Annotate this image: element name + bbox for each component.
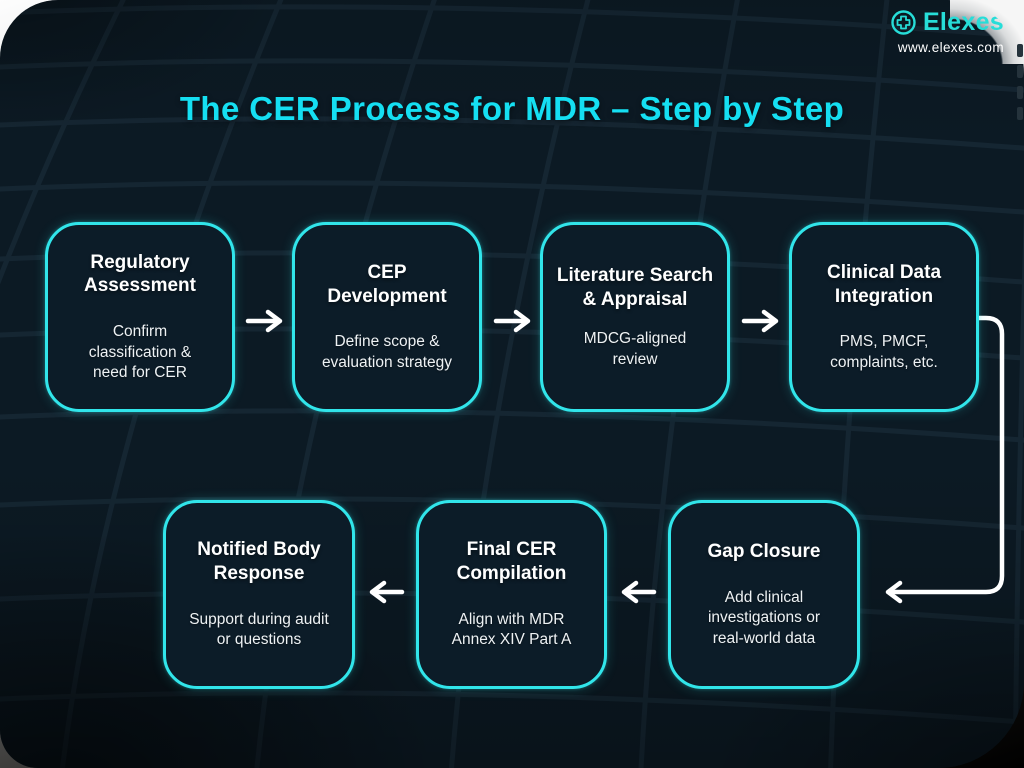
step-box-gap-closure: Gap Closure Add clinical investigations … [668, 500, 860, 689]
step-title: Regulatory Assessment [84, 251, 196, 297]
brand-block: Elexes www.elexes.com [890, 8, 1004, 55]
step-box-literature-search-appraisal: Literature Search & Appraisal MDCG-align… [540, 222, 730, 412]
step-description: Define scope & evaluation strategy [321, 333, 453, 371]
step-description: Confirm classification & need for CER [88, 323, 192, 381]
step-box-notified-body-response: Notified Body Response Support during au… [163, 500, 355, 689]
step-box-regulatory-assessment: Regulatory Assessment Confirm classifica… [45, 222, 235, 412]
step-description: Add clinical investigations or real-worl… [707, 588, 820, 647]
brand-website-link[interactable]: www.elexes.com [897, 40, 1004, 55]
step-box-final-cer-compilation: Final CER Compilation Align with MDR Ann… [416, 500, 607, 689]
step-description: Align with MDR Annex XIV Part A [451, 610, 572, 649]
step-title: Notified Body Response [197, 539, 321, 585]
step-description: PMS, PMCF, complaints, etc. [830, 333, 938, 371]
step-title: Clinical Data Integration [826, 261, 942, 307]
step-title: Gap Closure [707, 540, 821, 562]
edge-dashes-decoration [1017, 44, 1023, 120]
page-title: The CER Process for MDR – Step by Step [179, 90, 845, 127]
step-title: Literature Search & Appraisal [556, 264, 714, 310]
step-title: CEP Development [327, 261, 447, 307]
brand-name: Elexes [922, 8, 1004, 36]
medical-cross-circle-icon [891, 10, 916, 35]
step-description: MDCG-aligned review [583, 330, 687, 368]
step-description: Support during audit or questions [189, 610, 329, 649]
step-title: Final CER Compilation [456, 539, 567, 585]
step-box-clinical-data-integration: Clinical Data Integration PMS, PMCF, com… [789, 222, 979, 412]
step-box-cep-development: CEP Development Define scope & evaluatio… [292, 222, 482, 412]
